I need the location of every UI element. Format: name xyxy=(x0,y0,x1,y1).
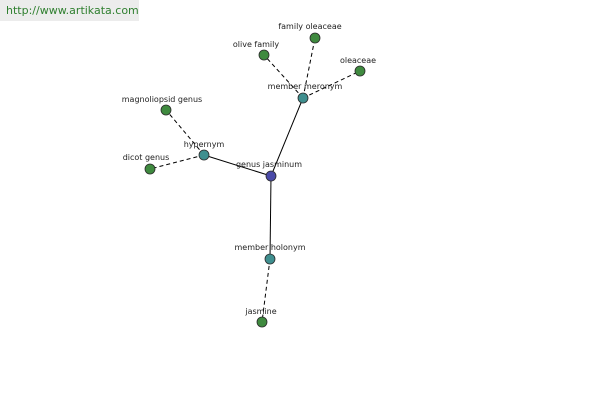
node-label-family-oleaceae[interactable]: family oleaceae xyxy=(278,22,341,31)
edge-genus-jasminum-hypernym xyxy=(203,154,272,177)
node-label-dicot-genus[interactable]: dicot genus xyxy=(123,153,170,162)
relation-node-member-meronym[interactable] xyxy=(297,92,309,104)
node-label-genus-jasminum[interactable]: genus jasminum xyxy=(236,160,302,169)
relation-node-member-holonym[interactable] xyxy=(264,253,276,265)
leaf-node-magnoliopsid-genus[interactable] xyxy=(160,104,172,116)
center-node-genus-jasminum[interactable] xyxy=(265,170,277,182)
edge-member-meronym-olive-family xyxy=(263,54,304,99)
node-label-member-holonym[interactable]: member holonym xyxy=(234,243,305,252)
node-label-olive-family[interactable]: olive family xyxy=(233,40,279,49)
leaf-node-olive-family[interactable] xyxy=(258,49,270,61)
node-label-hypernym[interactable]: hypernym xyxy=(184,140,225,149)
relation-node-hypernym[interactable] xyxy=(198,149,210,161)
edge-member-holonym-jasmine xyxy=(261,258,271,323)
node-label-jasmine[interactable]: jasmine xyxy=(244,307,276,316)
leaf-node-oleaceae[interactable] xyxy=(354,65,366,77)
node-label-oleaceae[interactable]: oleaceae xyxy=(340,56,376,65)
watermark-link[interactable]: http://www.artikata.com xyxy=(0,0,139,21)
edge-member-meronym-oleaceae xyxy=(302,70,361,99)
leaf-node-dicot-genus[interactable] xyxy=(144,163,156,175)
node-label-member-meronym[interactable]: member meronym xyxy=(268,82,343,91)
leaf-node-family-oleaceae[interactable] xyxy=(309,32,321,44)
node-label-magnoliopsid-genus[interactable]: magnoliopsid genus xyxy=(122,95,202,104)
edge-genus-jasminum-member-meronym xyxy=(270,97,304,177)
leaf-node-jasmine[interactable] xyxy=(256,316,268,328)
edge-hypernym-magnoliopsid-genus xyxy=(165,109,205,156)
edge-genus-jasminum-member-holonym xyxy=(269,175,272,260)
edge-member-meronym-family-oleaceae xyxy=(302,37,316,99)
edge-hypernym-dicot-genus xyxy=(149,154,205,170)
